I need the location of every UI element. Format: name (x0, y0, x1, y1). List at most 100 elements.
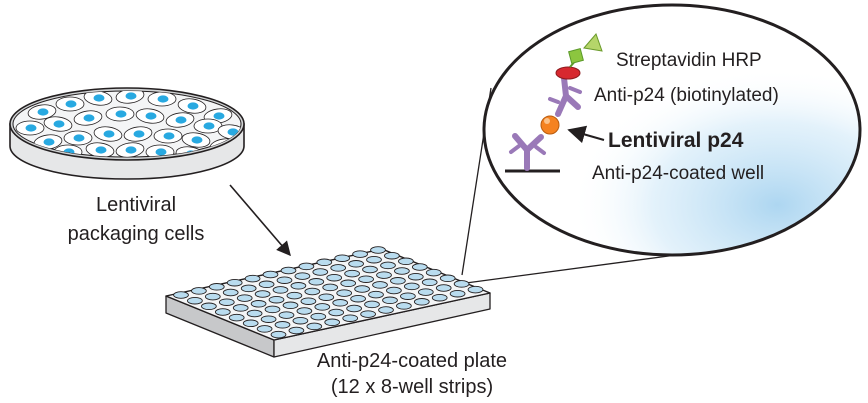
plate-well (260, 315, 277, 323)
cell-nucleus (191, 136, 203, 144)
cell-nucleus (175, 116, 187, 124)
zoom-line-bottom (465, 254, 677, 284)
p24-pointer-arrow (567, 125, 605, 144)
cell-nucleus (125, 146, 137, 154)
plate-well (218, 298, 235, 306)
plate-well (398, 257, 414, 266)
plate-well (236, 294, 253, 302)
p24-antigen-highlight (544, 118, 550, 124)
plate-well (292, 316, 309, 325)
plate-well (222, 288, 239, 297)
cells-label-line2: packaging cells (68, 223, 205, 245)
cell-nucleus (145, 112, 157, 120)
cell-nucleus (103, 130, 115, 138)
plate-well (316, 258, 333, 267)
plate-well (360, 310, 376, 318)
plate-well (346, 304, 362, 313)
plate-well (378, 306, 394, 314)
plate-well (276, 276, 293, 284)
plate-label-line1: Anti-p24-coated plate (317, 350, 507, 372)
flow-arrow (229, 184, 291, 257)
plate-well (342, 314, 359, 322)
plate-well (403, 282, 420, 291)
plate-well (322, 283, 339, 292)
plate-well (242, 319, 259, 328)
plate-well (384, 251, 400, 260)
plate-well (208, 283, 225, 291)
plate-well (226, 278, 243, 287)
plate-well (232, 304, 249, 312)
plate-well (394, 267, 410, 275)
cell-nucleus (203, 122, 215, 130)
plate-well (425, 268, 442, 277)
plate-label-line2: (12 x 8-well strips) (331, 376, 493, 398)
plate-well (280, 266, 297, 275)
plate-well (240, 284, 257, 293)
cell-nucleus (133, 130, 145, 138)
plate-well (312, 268, 329, 276)
plate-well (296, 307, 313, 315)
plate-well (407, 272, 424, 281)
plate-well (173, 291, 189, 299)
plate-well (191, 287, 207, 295)
detection-antibody (548, 75, 582, 117)
plate-well (453, 280, 470, 288)
cell-nucleus (125, 92, 137, 100)
cell-nucleus (65, 100, 77, 108)
plate-well (362, 265, 378, 274)
plate-well (298, 262, 315, 271)
cell-nucleus (227, 128, 239, 136)
plate-well (352, 250, 368, 258)
plate-well (214, 308, 231, 316)
cell-nucleus (95, 146, 107, 154)
plate-well (348, 260, 364, 268)
plate-well (246, 309, 263, 318)
plate-well (332, 299, 349, 307)
plate-well (421, 278, 438, 287)
plate-well (400, 292, 416, 300)
plate-well (372, 281, 388, 289)
plate-well (354, 285, 370, 293)
plate-well (187, 296, 203, 305)
plate-well (270, 330, 287, 339)
plate-well (290, 282, 307, 290)
cell-nucleus (163, 132, 175, 140)
plate-well (413, 298, 430, 306)
lentiviral-p24-label: Lentiviral p24 (608, 129, 744, 152)
plate-well (282, 301, 299, 310)
cell-nucleus (25, 124, 37, 132)
plate-well (435, 284, 452, 292)
plate-well (254, 290, 271, 298)
plate-well (262, 270, 279, 279)
plate-well (228, 313, 245, 322)
plate-well (376, 271, 392, 279)
plate-well (449, 289, 466, 298)
plate-well (306, 322, 323, 331)
plate-well (358, 275, 374, 283)
plate-well (350, 294, 366, 303)
cell-nucleus (93, 94, 105, 102)
cell-nucleus (115, 110, 127, 118)
plate-well (272, 286, 289, 294)
plate-well (288, 326, 305, 335)
plate-well (244, 274, 261, 283)
plate-well (467, 285, 484, 294)
streptavidin-label: Streptavidin HRP (616, 50, 762, 71)
plate-well (411, 263, 428, 271)
cell-nucleus (83, 114, 95, 122)
plate-well (390, 277, 406, 285)
well-plate (165, 246, 491, 358)
streptavidin-hrp-icon (568, 33, 603, 68)
cell-nucleus (213, 112, 225, 120)
plate-well (380, 261, 396, 270)
plate-well (382, 296, 398, 305)
plate-well (330, 264, 347, 272)
plate-well (310, 312, 327, 321)
plate-well (368, 290, 384, 299)
plate-well (417, 288, 434, 296)
plate-well (278, 311, 295, 319)
cell-nucleus (37, 108, 49, 116)
capture-antibody (509, 133, 546, 171)
plate-well (304, 287, 321, 296)
